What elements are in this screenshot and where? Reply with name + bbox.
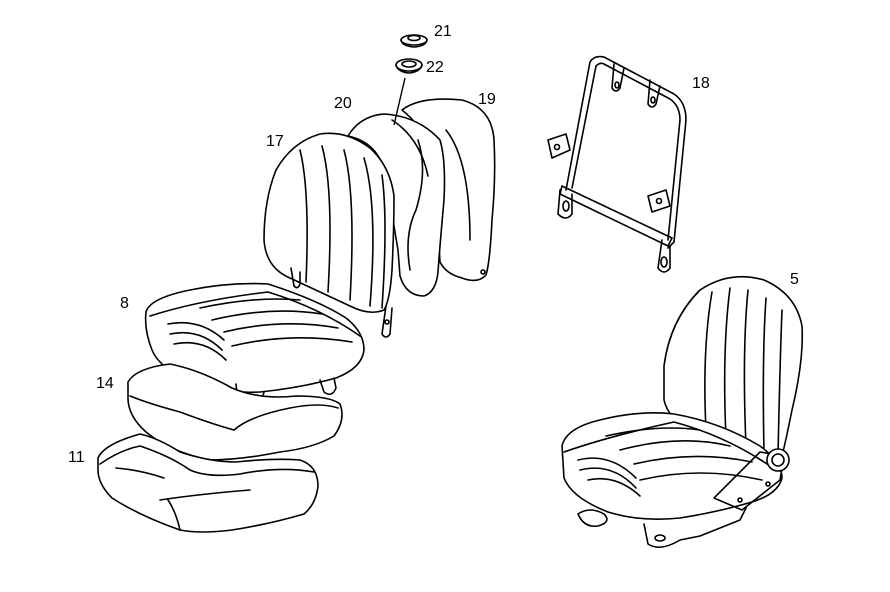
seat-cushion-cover-part <box>144 282 365 412</box>
grommet-ring-part <box>395 58 423 74</box>
backrest-cover-part <box>263 132 395 338</box>
seat-base-shell-part <box>97 433 319 533</box>
callout-number-20: 20 <box>334 95 352 112</box>
backrest-frame-part <box>547 55 687 273</box>
callout-number-14: 14 <box>96 375 114 392</box>
callout-number-5: 5 <box>790 271 799 288</box>
complete-seat-part <box>561 275 804 548</box>
backrest-rear-panel-part <box>401 98 496 282</box>
callout-number-11: 11 <box>68 449 85 466</box>
callout-number-17: 17 <box>266 133 284 150</box>
callout-number-21: 21 <box>434 23 452 40</box>
callout-number-19: 19 <box>478 91 496 108</box>
callout-number-18: 18 <box>692 75 710 92</box>
callout-number-22: 22 <box>426 59 444 76</box>
leader-line-20-22 <box>393 77 406 126</box>
grommet-cap-part <box>400 34 428 48</box>
callout-number-8: 8 <box>120 295 129 312</box>
